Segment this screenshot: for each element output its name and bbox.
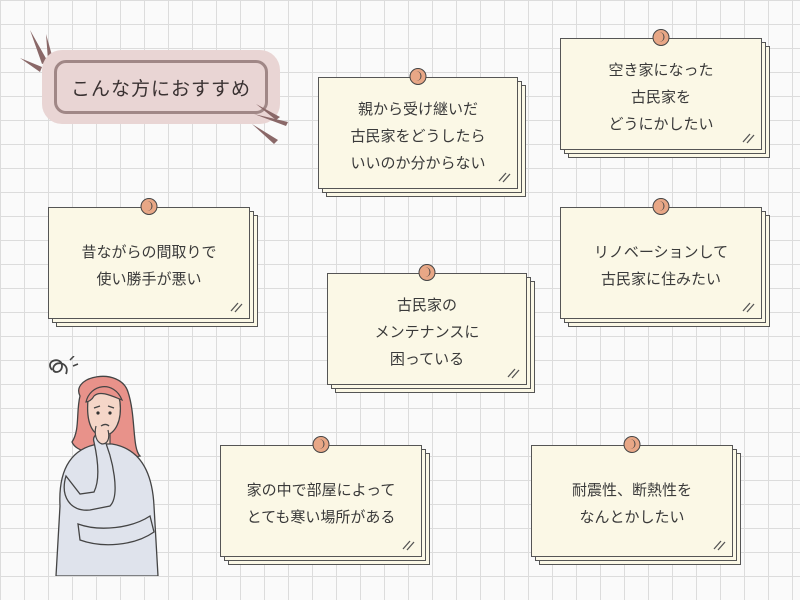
pin-icon [652, 29, 670, 46]
note-card: 親から受け継いだ 古民家をどうしたら いいのか分からない [318, 68, 526, 197]
note-text: 空き家になった 古民家を どうにかしたい [608, 60, 714, 133]
pin-icon [623, 436, 641, 453]
scribble-icon [230, 302, 243, 313]
title-box: こんな方におすすめ [42, 50, 280, 124]
note-card: 昔ながらの間取りで 使い勝手が悪い [48, 198, 258, 327]
pin-icon [409, 68, 427, 85]
worried-woman-illustration [49, 356, 159, 576]
page-title: こんな方におすすめ [54, 60, 268, 114]
scribble-icon [498, 172, 511, 183]
pin-icon [418, 264, 436, 281]
title-block: こんな方におすすめ [18, 28, 288, 148]
scribble-icon [742, 133, 755, 144]
note-card: 耐震性、断熱性を なんとかしたい [531, 436, 741, 565]
note-card: 家の中で部屋によって とても寒い場所がある [220, 436, 430, 565]
scribble-icon [742, 302, 755, 313]
note-text: 親から受け継いだ 古民家をどうしたら いいのか分からない [350, 99, 486, 172]
scribble-icon [713, 540, 726, 551]
note-card: 空き家になった 古民家を どうにかしたい [560, 29, 770, 158]
confused-scribble-icon [49, 359, 68, 375]
note-text: 耐震性、断熱性を なんとかしたい [571, 481, 692, 526]
note-text: 昔ながらの間取りで 使い勝手が悪い [81, 243, 217, 288]
burst-decoration-icon [252, 104, 288, 144]
note-text: 古民家の メンテナンスに 困っている [374, 295, 480, 368]
pin-icon [312, 436, 330, 453]
scribble-icon [507, 368, 520, 379]
pin-icon [652, 198, 670, 215]
note-card: リノベーションして 古民家に住みたい [560, 198, 770, 327]
note-card: 古民家の メンテナンスに 困っている [327, 264, 535, 393]
pin-icon [140, 198, 158, 215]
note-text: 家の中で部屋によって とても寒い場所がある [246, 481, 396, 526]
note-text: リノベーションして 古民家に住みたい [593, 243, 729, 288]
scribble-icon [402, 540, 415, 551]
